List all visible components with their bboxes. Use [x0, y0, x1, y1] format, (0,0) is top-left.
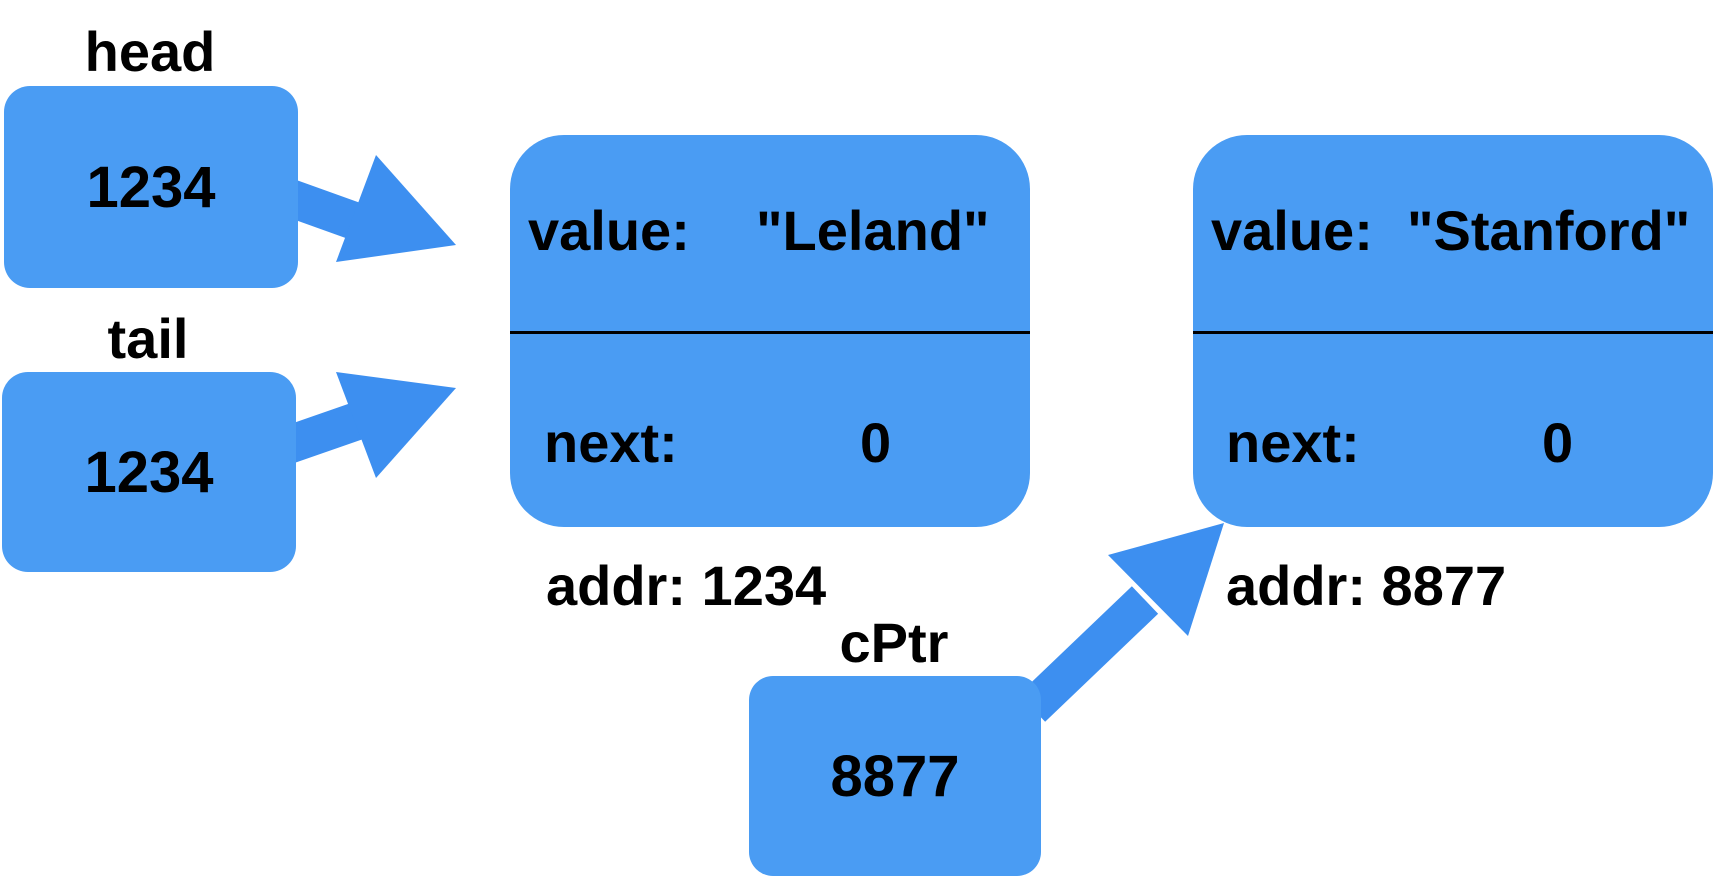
tail-value: 1234 — [84, 439, 214, 505]
node-2-address: addr: 8877 — [1226, 554, 1507, 617]
node-2-next-label: next: — [1226, 411, 1360, 474]
node-2-value: "Stanford" — [1407, 199, 1691, 262]
node-2-divider — [1193, 331, 1713, 334]
node-1-address: addr: 1234 — [546, 554, 827, 617]
head-value: 1234 — [86, 154, 216, 220]
list-node-1: value: "Leland" next: 0 — [510, 135, 1030, 527]
tail-arrow — [261, 372, 456, 478]
cptr-arrow — [1018, 523, 1224, 722]
cptr-label: cPtr — [839, 611, 949, 674]
node-1-divider — [510, 331, 1030, 334]
list-node-2: value: "Stanford" next: 0 — [1193, 135, 1713, 527]
tail-pointer-box: 1234 — [2, 372, 296, 572]
cptr-value: 8877 — [830, 743, 960, 809]
head-pointer-box: 1234 — [4, 86, 298, 288]
node-2-value-label: value: — [1211, 199, 1373, 262]
tail-label: tail — [107, 307, 189, 370]
node-1-value: "Leland" — [756, 199, 990, 262]
node-2-next-value: 0 — [1542, 411, 1574, 474]
cptr-pointer-box: 8877 — [749, 676, 1041, 876]
node-1-value-label: value: — [528, 199, 690, 262]
head-label: head — [84, 20, 216, 83]
node-1-next-value: 0 — [860, 411, 892, 474]
node-1-next-label: next: — [544, 411, 678, 474]
